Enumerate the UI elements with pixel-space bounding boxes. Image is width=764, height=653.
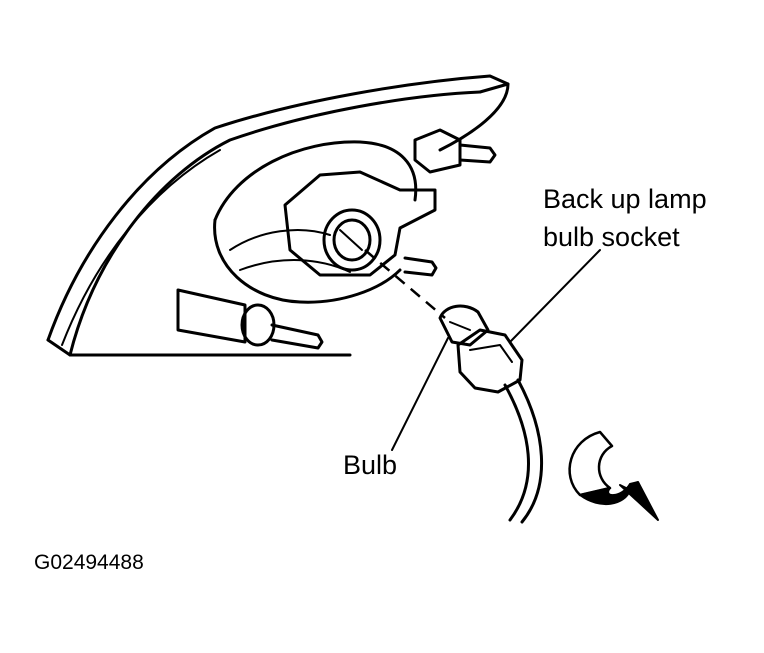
figure-code: G02494488 [34,551,144,574]
bulb [438,304,490,347]
leader-lines [391,249,601,451]
socket-wires [503,378,544,524]
curved-arrow-icon [568,430,659,521]
bulb-label: Bulb [343,450,398,480]
lower-mounting-stud [176,288,324,350]
bulb-socket [456,328,524,394]
reflector-bowl [213,140,418,304]
alignment-dashed-line [364,249,446,319]
middle-mounting-stud [403,256,438,277]
socket-label-line-1: Back up lamp [543,184,707,214]
lamp-housing [46,74,510,357]
socket-boss [283,170,437,277]
upper-mounting-stud [413,128,497,174]
socket-label-line-2: bulb socket [543,222,680,252]
